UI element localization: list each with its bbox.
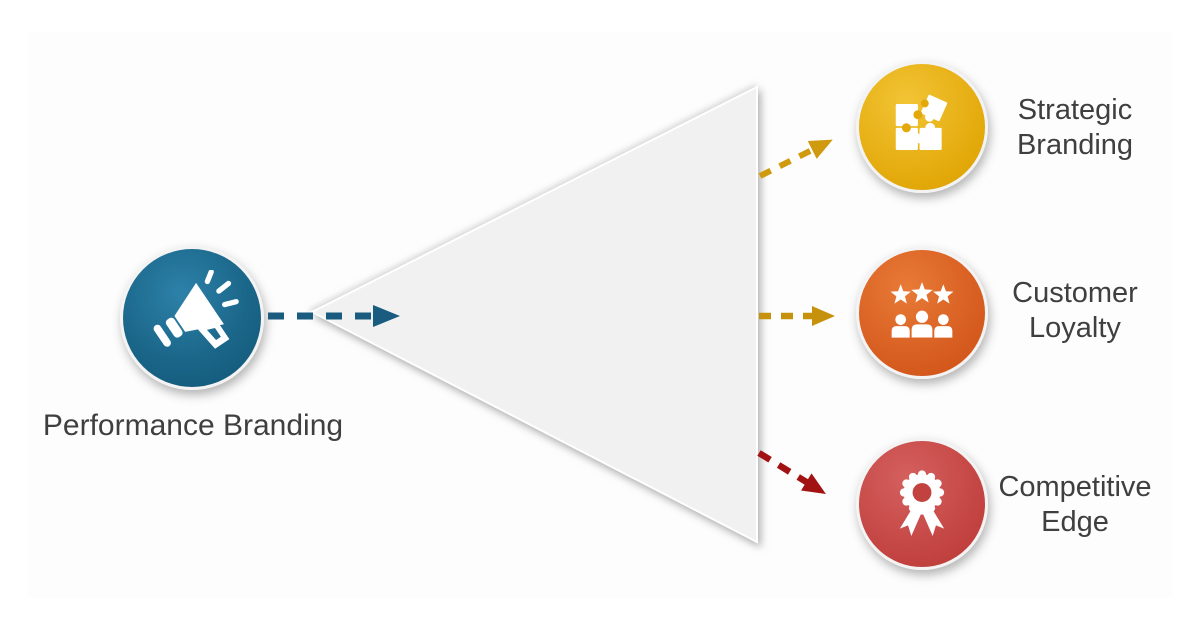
strategic-branding-label: Strategic Branding [975,93,1175,163]
customer-loyalty-circle [856,247,988,379]
performance-branding-circle [120,246,264,390]
label-line: Branding [1016,129,1134,161]
label-line: Customer [1012,277,1138,309]
competitive-edge-label: Competitive Edge [975,470,1175,540]
strategic-branding-circle [856,61,988,193]
megaphone-icon [153,270,239,349]
award-ribbon-icon [899,470,945,536]
label-line: Edge [1041,506,1109,538]
puzzle-icon [895,94,948,150]
people-stars-icon [890,282,954,338]
customer-loyalty-label: Customer Loyalty [975,276,1175,346]
label-line: Competitive [998,471,1152,503]
label-line: Loyalty [1029,312,1121,344]
label-line: Strategic [1017,94,1133,126]
competitive-edge-circle [856,438,988,570]
performance-branding-label: Performance Branding [42,409,344,442]
